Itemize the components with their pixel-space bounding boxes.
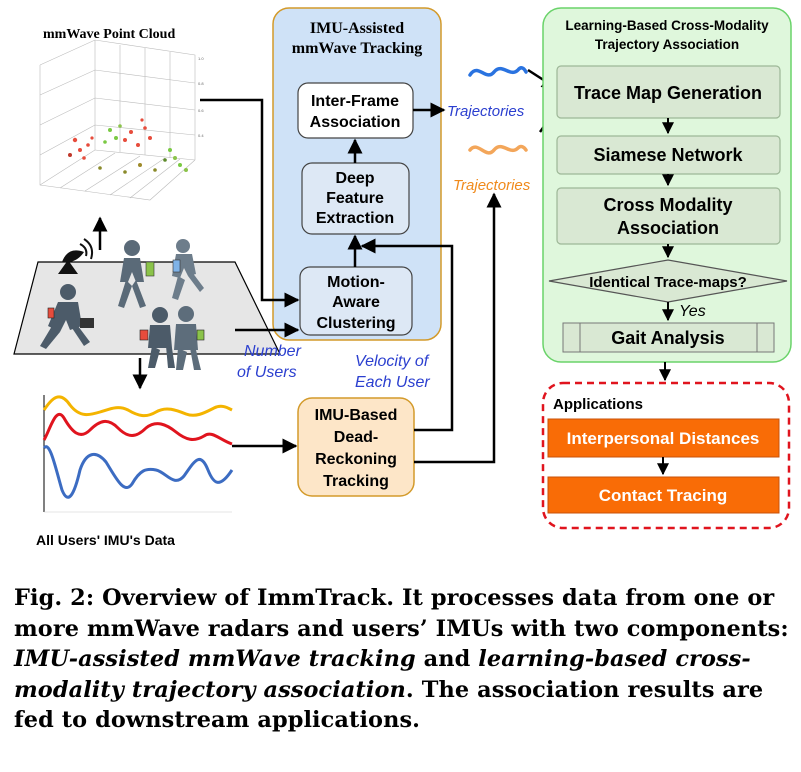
figure-caption: Fig. 2: Overview of ImmTrack. It process… [14,583,790,736]
svg-text:1.0: 1.0 [198,56,204,61]
imu-dr-line4: Tracking [323,473,389,490]
right-panel-title-line1: Learning-Based Cross-Modality [565,18,769,33]
imu-signal-blue [42,445,234,499]
number-of-users-line2: of Users [237,364,297,381]
scene-illustration [13,238,281,370]
imu-dr-line1: IMU-Based [315,407,398,424]
gait-label: Gait Analysis [611,328,724,348]
decision-label: Identical Trace-maps? [589,274,747,291]
deep-feature-line2: Feature [326,190,384,207]
person-icon [139,307,175,368]
point-cloud-points [68,118,188,174]
caption-italic-2: learning-based cross-modality trajectory… [14,646,751,703]
caption-italic-1: IMU-assisted mmWave tracking [14,646,416,672]
imu-signal-yellow [42,395,233,418]
number-of-users-line1: Number [244,343,302,360]
blue-trajectory-icon [468,66,528,77]
middle-panel-title-line2: mmWave Tracking [292,40,423,57]
person-icon [118,240,155,308]
caption-text-1: Overview of ImmTrack. It processes data … [14,585,789,642]
point-cloud-plot: 1.0 0.8 0.6 0.4 [39,39,204,201]
imu-dead-reckoning-box [297,397,415,497]
cross-modality-line1: Cross Modality [603,195,732,215]
trajectories-label-blue: Trajectories [447,103,525,120]
siamese-label: Siamese Network [593,145,743,165]
person-icon [174,306,205,370]
immtrack-overview-diagram: mmWave Point Cloud 1.0 0.8 0.6 0.4 [13,7,792,548]
deadreckoning-to-trajectories-arrow [414,192,502,464]
deep-feature-line3: Extraction [316,210,394,227]
identical-trace-maps-decision [548,259,788,303]
motion-aware-line2: Aware [332,294,380,311]
trace-map-label: Trace Map Generation [574,83,762,103]
imu-signal-chart [40,392,234,513]
contact-tracing-box [547,476,780,514]
svg-text:0.4: 0.4 [198,133,204,138]
imu-dr-line2: Dead- [334,429,378,446]
inter-frame-line1: Inter-Frame [311,93,399,110]
imu-signal-red [42,413,233,446]
radar-icon [58,238,94,274]
applications-title: Applications [553,396,643,413]
person-icon [172,239,204,300]
imu-dr-line3: Reckoning [315,451,397,468]
caption-text-2: and [415,646,479,672]
inter-frame-line2: Association [310,114,401,131]
contact-tracing-label: Contact Tracing [599,486,727,505]
motion-aware-line1: Motion- [327,274,385,291]
yes-label: Yes [679,303,706,320]
interpersonal-distances-box [547,418,780,458]
imu-data-title: All Users' IMU's Data [36,532,175,548]
velocity-to-feature-arrow [360,238,454,432]
svg-text:0.6: 0.6 [198,108,204,113]
trajectories-label-orange: Trajectories [453,177,531,194]
gait-analysis-box [562,322,775,353]
orange-trajectory-icon [468,144,528,155]
deep-feature-line1: Deep [335,170,374,187]
right-panel-title-line2: Trajectory Association [595,37,739,52]
caption-text-3: . The association results are fed to dow… [14,676,764,734]
motion-aware-line3: Clustering [316,315,395,332]
middle-panel-title-line1: IMU-Assisted [310,20,404,37]
person-icon [40,284,94,349]
pointcloud-to-clustering-arrow [200,98,300,308]
velocity-label-line2: Each User [355,374,430,391]
cross-modality-line2: Association [617,218,719,238]
svg-text:0.8: 0.8 [198,81,204,86]
velocity-label-line1: Velocity of [355,353,430,370]
caption-fig-label: Fig. 2: [14,585,95,611]
interpersonal-distances-label: Interpersonal Distances [567,429,760,448]
point-cloud-title: mmWave Point Cloud [43,27,175,42]
